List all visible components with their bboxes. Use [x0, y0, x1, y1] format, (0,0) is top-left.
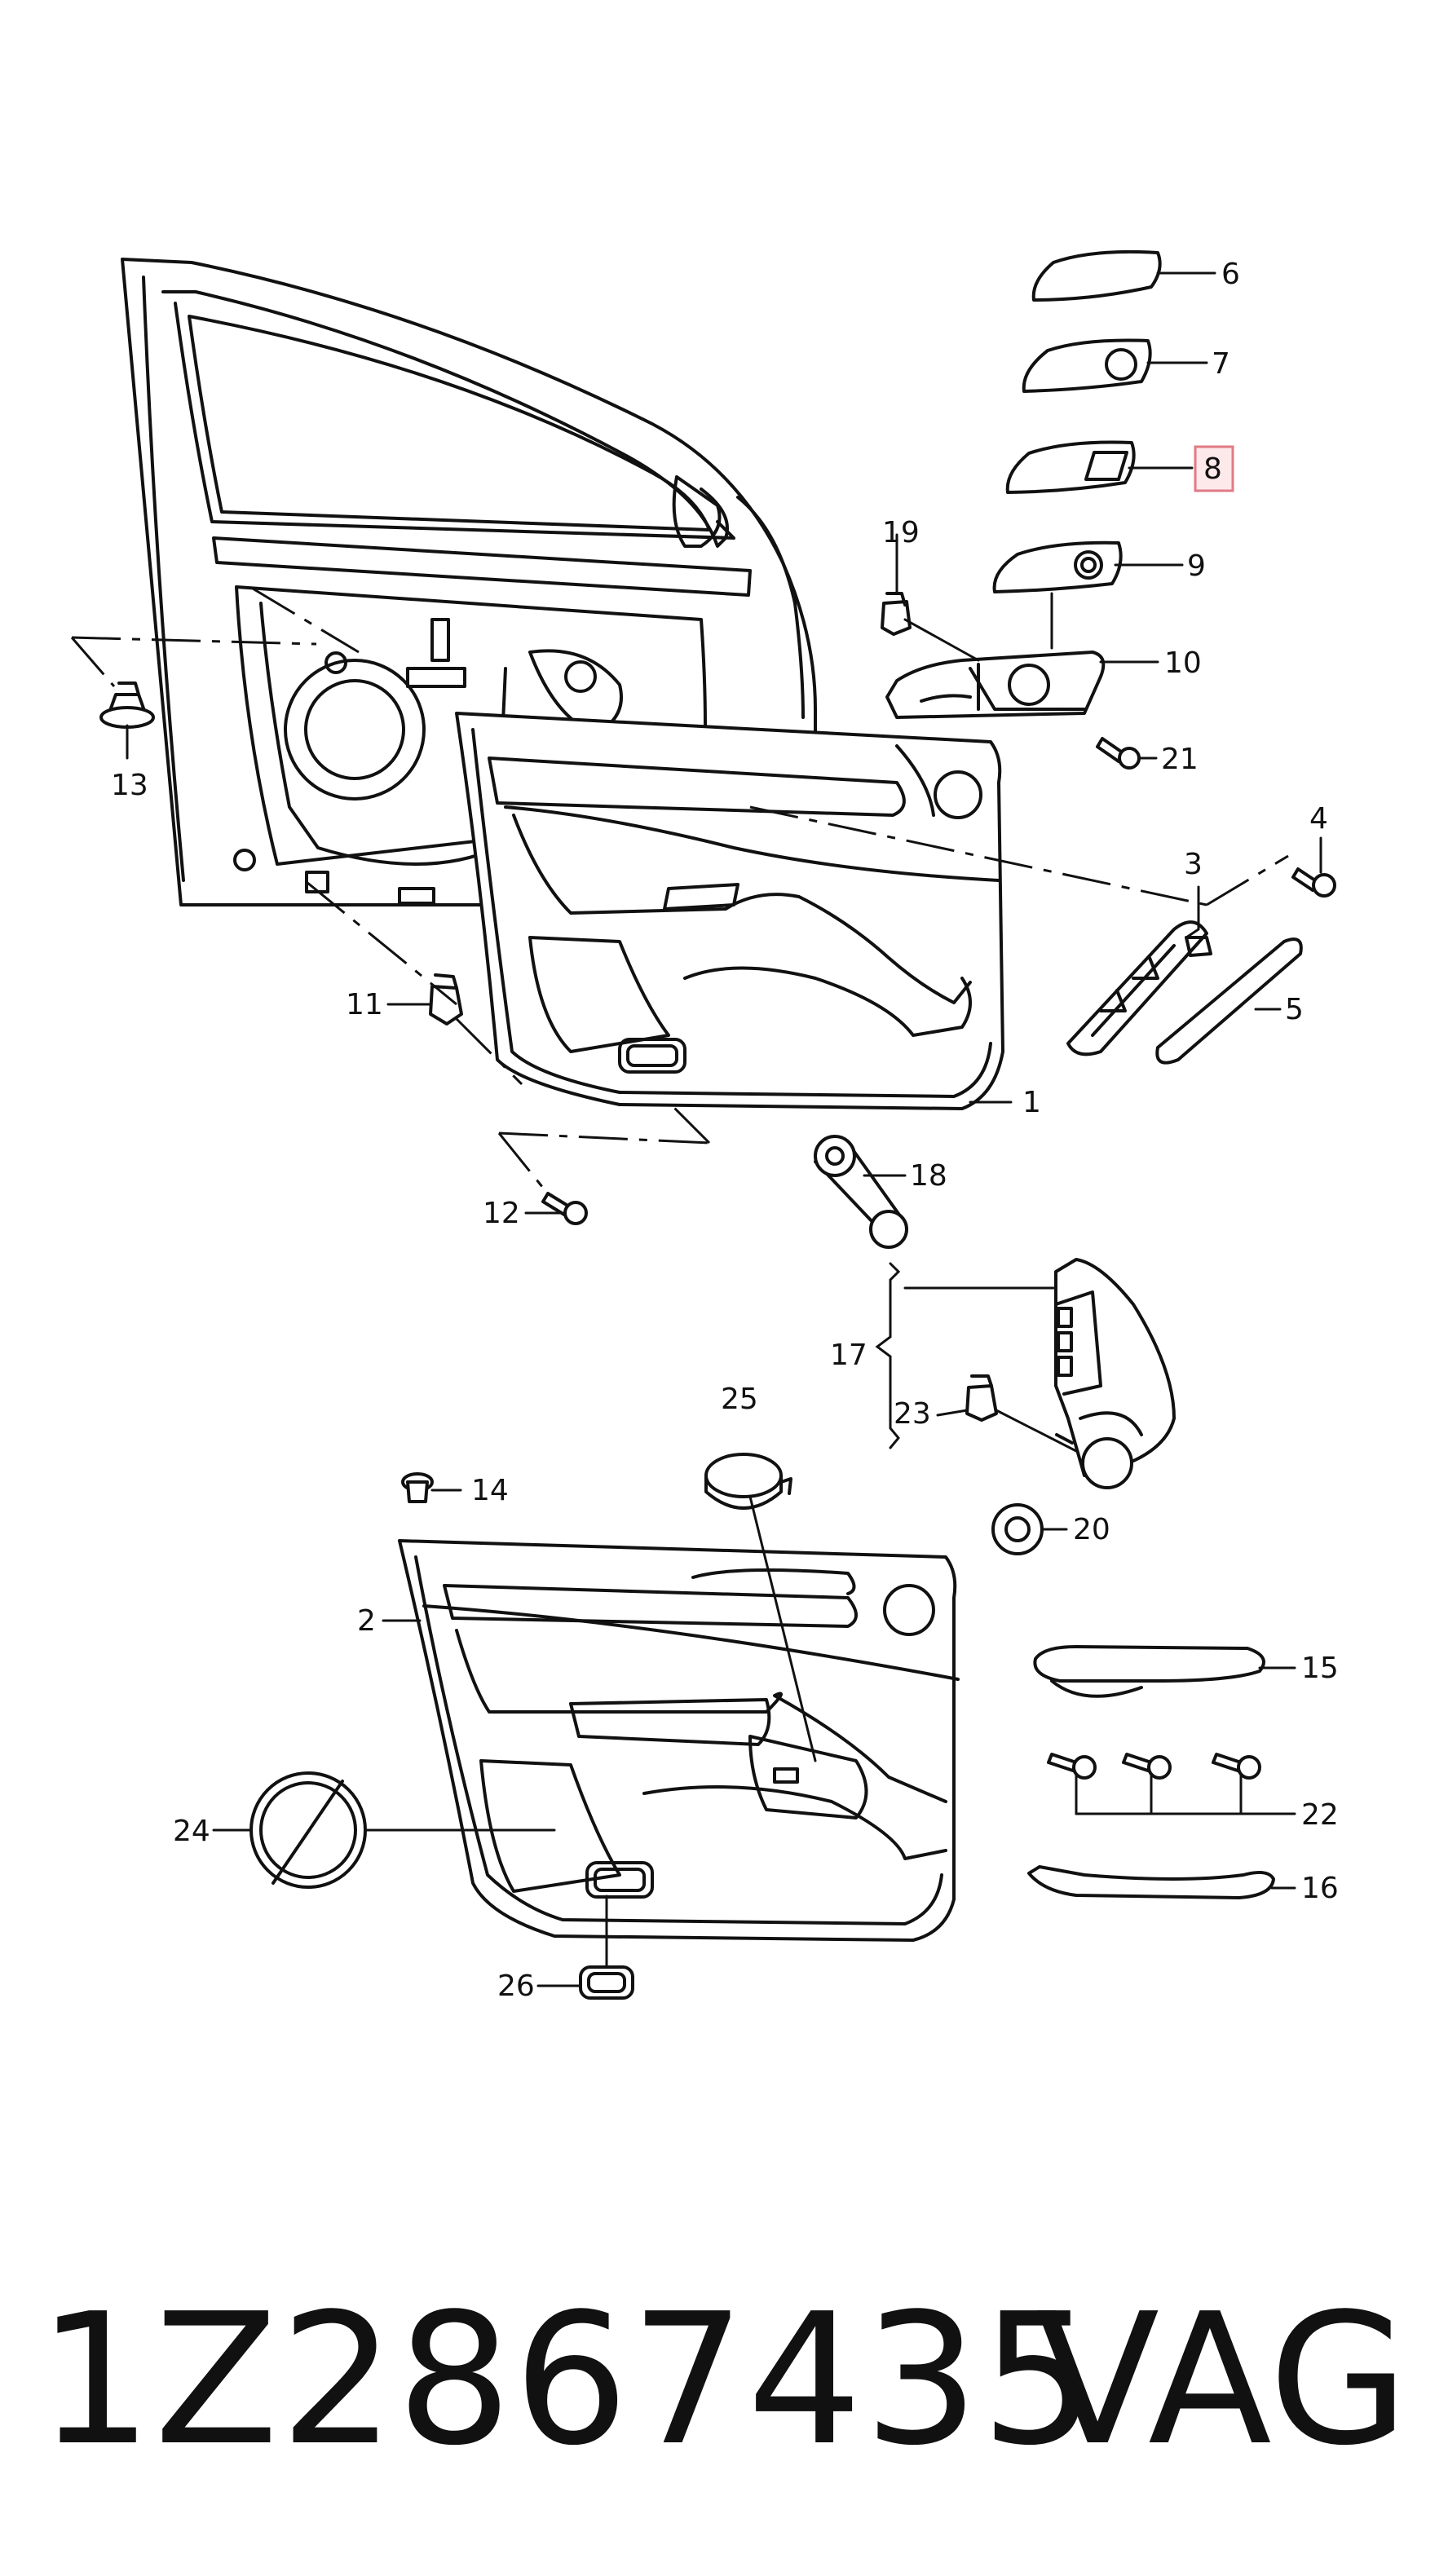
screw-21 — [1096, 737, 1141, 770]
clip-23 — [965, 1374, 998, 1422]
callout-25: 25 — [721, 1383, 758, 1416]
callout-3: 3 — [1184, 848, 1203, 881]
screw-4 — [1291, 867, 1336, 898]
callout-6: 6 — [1221, 258, 1240, 291]
handle-bracket-10 — [885, 651, 1106, 719]
callout-15: 15 — [1301, 1652, 1339, 1685]
window-crank-18 — [814, 1135, 908, 1249]
trim-inserts — [992, 249, 1162, 593]
plug-14 — [401, 1472, 434, 1503]
callout-21: 21 — [1161, 743, 1199, 776]
clip-19 — [881, 592, 912, 636]
bezel-26 — [579, 1965, 634, 2000]
trim-strip-5 — [1155, 937, 1303, 1065]
callout-19: 19 — [882, 516, 920, 549]
leader-lines — [70, 271, 1322, 1987]
callout-12: 12 — [483, 1197, 520, 1230]
callout-26: 26 — [497, 1969, 535, 2003]
trim-strip-3 — [1066, 920, 1212, 1056]
callout-10: 10 — [1164, 646, 1202, 680]
door-trim-panel-2 — [398, 1539, 960, 1942]
callout-11: 11 — [346, 988, 383, 1021]
screws-22 — [1047, 1753, 1261, 1780]
armrest-17 — [1054, 1258, 1176, 1489]
exploded-parts-diagram: 6 7 8 9 10 19 21 4 3 5 1 18 13 11 12 17 … — [70, 249, 1339, 2003]
callout-9: 9 — [1187, 549, 1206, 583]
callout-1: 1 — [1022, 1086, 1041, 1119]
trim-strip-16 — [1027, 1865, 1275, 1899]
callout-14: 14 — [471, 1474, 509, 1507]
clip-13 — [99, 681, 155, 729]
callout-22: 22 — [1301, 1798, 1339, 1832]
door-trim-panel-1 — [455, 712, 1004, 1110]
brand-label: VAG — [1035, 2275, 1409, 2486]
grommet-20 — [991, 1503, 1044, 1555]
clip-11 — [429, 973, 463, 1026]
callout-18: 18 — [910, 1159, 947, 1193]
callout-8: 8 — [1203, 452, 1222, 486]
callout-5: 5 — [1285, 993, 1304, 1026]
callout-16: 16 — [1301, 1872, 1339, 1905]
footer: 1Z2867435 VAG — [0, 2234, 1448, 2527]
callout-13: 13 — [111, 769, 148, 802]
callout-17: 17 — [830, 1339, 867, 1372]
callout-23: 23 — [894, 1397, 931, 1431]
callout-4: 4 — [1309, 802, 1328, 836]
part-number: 1Z2867435 — [38, 2275, 1098, 2486]
callout-24: 24 — [173, 1815, 210, 1848]
callout-7: 7 — [1212, 347, 1230, 381]
trim-handle-15 — [1033, 1645, 1265, 1698]
speaker-ring-24 — [249, 1771, 367, 1889]
callout-20: 20 — [1073, 1513, 1110, 1546]
callout-labels: 6 7 8 9 10 19 21 4 3 5 1 18 13 11 12 17 … — [111, 258, 1339, 2003]
callout-8-highlight — [1194, 445, 1234, 492]
screw-12 — [541, 1192, 588, 1225]
cover-cap-25 — [704, 1453, 792, 1510]
callout-2: 2 — [357, 1604, 376, 1638]
